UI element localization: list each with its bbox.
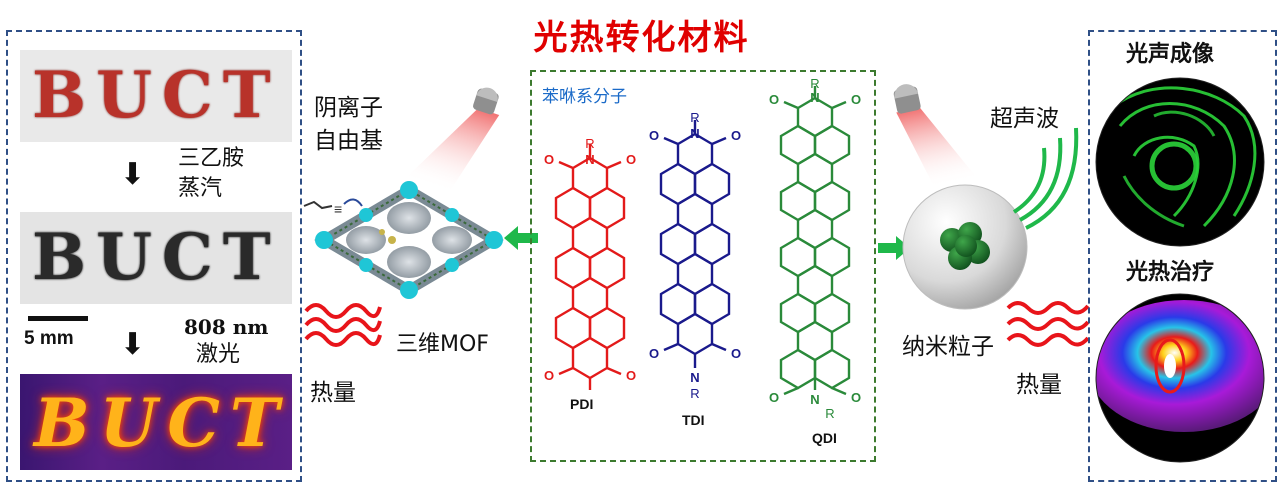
tdi-label: TDI	[682, 412, 705, 428]
arrow-left-icon	[504, 226, 538, 250]
molecule-panel-header: 苯咻系分子	[542, 87, 627, 107]
laser-label: 激光	[196, 342, 241, 367]
pdi-molecule: R N O O O O	[544, 136, 636, 390]
tdi-n-bottom: N	[690, 370, 699, 385]
nanoparticle-icon	[902, 184, 1028, 310]
tdi-n-top: N	[690, 126, 699, 141]
laser-wavelength-label: 808 nm	[184, 315, 269, 339]
heat-label-left: 热量	[310, 380, 356, 406]
tdi-r-top: R	[690, 110, 699, 125]
bucttext-red-photo: BUCT	[20, 50, 292, 142]
tdi-o2: O	[731, 128, 741, 143]
pdi-o2: O	[626, 152, 636, 167]
mof-label: 三维MOF	[396, 332, 489, 357]
figure-title: 光热转化材料	[533, 18, 750, 58]
molecule-panel	[530, 70, 876, 462]
qdi-o3: O	[769, 390, 779, 405]
qdi-molecule: R N O O O O N R	[769, 76, 861, 421]
tdi-o1: O	[649, 128, 659, 143]
arrow-right-icon	[878, 236, 910, 260]
radical-label: 阴离子 自由基	[314, 95, 383, 154]
qdi-r-top: R	[810, 76, 819, 91]
qdi-o4: O	[851, 390, 861, 405]
qdi-r-bottom: R	[825, 406, 834, 421]
nano-label: 纳米粒子	[902, 334, 994, 360]
tdi-o3: O	[649, 346, 659, 361]
qdi-o2: O	[851, 92, 861, 107]
bucttext-black-photo: BUCT	[20, 212, 292, 304]
photothermal-label: 光热治疗	[1126, 260, 1215, 285]
photoacoustic-label: 光声成像	[1126, 42, 1215, 67]
bucttext-black: BUCT	[32, 220, 281, 295]
ultrasound-waves-icon	[1012, 127, 1079, 230]
pdi-o3: O	[544, 368, 554, 383]
mof-structure-icon: ≡	[303, 181, 504, 299]
bucttext-thermal-photo: BUCT	[20, 374, 292, 470]
pdi-r-top: R	[585, 136, 594, 151]
scale-bar	[28, 316, 88, 321]
photoacoustic-image	[1095, 77, 1265, 247]
qdi-n-bottom: N	[810, 392, 819, 407]
heat-label-right: 热量	[1016, 372, 1062, 398]
pdi-n-top: N	[585, 152, 594, 167]
down-arrow-icon: ⬇	[120, 157, 146, 192]
svg-text:≡: ≡	[334, 201, 342, 217]
qdi-o1: O	[769, 92, 779, 107]
tdi-r-bottom: R	[690, 386, 699, 401]
qdi-n-top: N	[810, 90, 819, 105]
bucttext-thermal: BUCT	[34, 384, 289, 462]
heat-waves-icon	[304, 303, 382, 347]
qdi-label: QDI	[812, 430, 837, 446]
left-panel	[6, 30, 302, 482]
bucttext-red: BUCT	[32, 58, 281, 133]
tdi-molecule: R N O O O O N R	[649, 110, 741, 401]
scale-label: 5 mm	[24, 328, 74, 349]
pdi-o4: O	[626, 368, 636, 383]
heat-waves-icon	[1006, 301, 1090, 347]
ultrasound-label: 超声波	[990, 106, 1059, 132]
down-arrow-icon: ⬇	[120, 327, 146, 362]
tdi-o4: O	[731, 346, 741, 361]
pdi-label: PDI	[570, 396, 594, 412]
photothermal-image	[1095, 293, 1265, 463]
right-panel	[1088, 30, 1277, 482]
lamp-icon	[893, 84, 978, 189]
lamp-icon	[404, 87, 500, 194]
vapor-label: 三乙胺 蒸汽	[178, 146, 245, 201]
pdi-o1: O	[544, 152, 554, 167]
